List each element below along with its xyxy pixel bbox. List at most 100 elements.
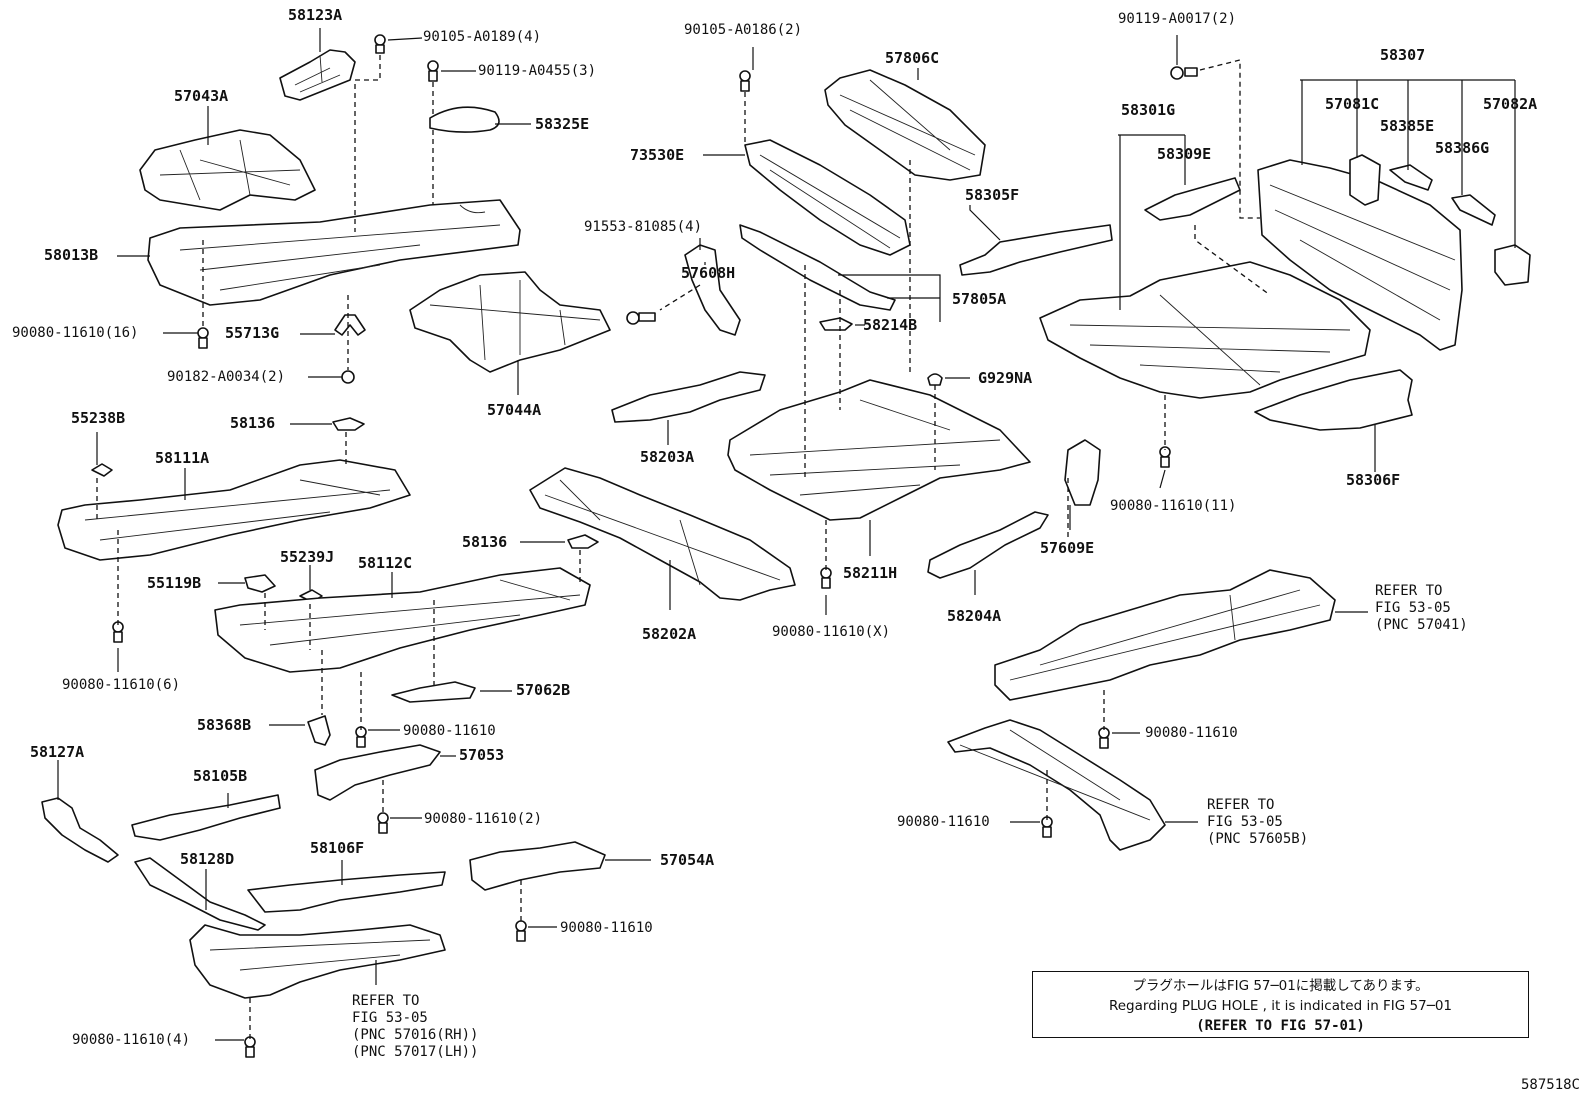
label-90080-11610-6: 90080-11610(6) <box>62 677 181 693</box>
part-57043A-crossmember <box>139 129 316 211</box>
part-57053-member <box>314 744 441 801</box>
label-57608H: 57608H <box>681 264 736 282</box>
part-58211H-rear-floor <box>727 379 1031 521</box>
part-58309E-bracket <box>1144 177 1241 221</box>
label-58306F: 58306F <box>1346 471 1401 489</box>
label-58128D: 58128D <box>180 850 235 868</box>
part-57081C-bracket <box>1349 154 1381 206</box>
bolt-icon <box>244 1036 256 1058</box>
ref-line: REFER TO <box>1375 583 1443 599</box>
label-57043A: 57043A <box>174 87 229 105</box>
part-58123A-bracket <box>279 49 356 101</box>
label-58214B: 58214B <box>863 316 918 334</box>
part-58106F-member <box>247 871 446 913</box>
label-57805A: 57805A <box>952 290 1007 308</box>
label-58112C: 58112C <box>358 554 413 572</box>
label-57044A: 57044A <box>487 401 542 419</box>
part-58105B-member <box>131 794 281 841</box>
label-55239J: 55239J <box>280 548 335 566</box>
part-57605B-member <box>947 719 1166 851</box>
label-90080-11610-4: 90080-11610(4) <box>72 1032 191 1048</box>
bolt-icon <box>377 812 389 834</box>
part-57806C-panel <box>824 69 986 181</box>
label-58013B: 58013B <box>44 246 99 264</box>
ref-line: FIG 53-05 <box>352 1010 428 1026</box>
label-58127A: 58127A <box>30 743 85 761</box>
label-G929NA: G929NA <box>978 369 1033 387</box>
label-90119-A0455: 90119-A0455(3) <box>478 63 597 79</box>
label-90080-11610-X: 90080-11610(X) <box>772 624 891 640</box>
part-57062B-bracket <box>391 681 476 703</box>
label-57053: 57053 <box>459 746 505 764</box>
label-57062B: 57062B <box>516 681 571 699</box>
part-58136-plug-a <box>332 417 365 431</box>
ref-line: (PNC 57016(RH)) <box>352 1027 479 1043</box>
bolt-icons <box>112 34 1198 1058</box>
ref-line: REFER TO <box>352 993 420 1009</box>
part-58325E-cover <box>429 106 500 133</box>
ref-line: (PNC 57605B) <box>1207 831 1309 847</box>
label-58203A: 58203A <box>640 448 695 466</box>
label-57609E: 57609E <box>1040 539 1095 557</box>
part-58306F-member <box>1254 369 1413 431</box>
label-58368B: 58368B <box>197 716 252 734</box>
label-90105-A0189: 90105-A0189(4) <box>423 29 542 45</box>
bolt-icon <box>515 920 527 942</box>
label-57082A: 57082A <box>1483 95 1538 113</box>
ref-line: REFER TO <box>1207 797 1275 813</box>
label-58211H: 58211H <box>843 564 898 582</box>
ref-line: (PNC 57041) <box>1375 617 1468 633</box>
part-73530E-bracket <box>744 139 911 256</box>
part-58386G-bracket <box>1451 194 1496 226</box>
part-55713G-bracket <box>334 314 366 336</box>
reference-note-57016: REFER TO FIG 53-05 (PNC 57016(RH)) (PNC … <box>352 993 478 1061</box>
bolt-icon <box>341 370 355 384</box>
catalog-id: 587518C <box>1520 1077 1580 1093</box>
ref-line: FIG 53-05 <box>1375 600 1451 616</box>
part-58307-upper-back-panel <box>1257 159 1463 351</box>
part-58128D-bracket <box>134 857 266 931</box>
leader-lines <box>57 28 1516 1041</box>
label-58123A: 58123A <box>288 6 343 24</box>
label-58136-a: 58136 <box>230 414 276 432</box>
part-58301G-center-floor <box>1039 261 1371 399</box>
bolt-icon <box>374 34 386 54</box>
label-55238B: 55238B <box>71 409 126 427</box>
bolt-icon <box>1170 66 1198 80</box>
bolt-icon <box>427 60 439 82</box>
plug-hole-note-box: プラグホールはFIG 57─01に掲載してあります。 Regarding PLU… <box>1032 971 1529 1038</box>
label-90080-11610-c: 90080-11610 <box>1145 725 1238 741</box>
reference-note-57041: REFER TO FIG 53-05 (PNC 57041) <box>1375 583 1468 634</box>
bolt-icon <box>626 311 656 325</box>
label-57806C: 57806C <box>885 49 940 67</box>
part-58214B-bracket <box>819 317 853 331</box>
part-57054A-member <box>469 841 606 891</box>
part-58111A-floor <box>57 459 411 561</box>
bolt-icon <box>820 567 832 589</box>
label-58111A: 58111A <box>155 449 210 467</box>
note-english: Regarding PLUG HOLE , it is indicated in… <box>1108 998 1453 1014</box>
part-57044A-crossmember <box>409 271 611 373</box>
part-58305F-member <box>959 224 1113 276</box>
bolt-icon <box>739 70 751 92</box>
part-58368B-bracket <box>307 715 331 746</box>
label-57081C: 57081C <box>1325 95 1380 113</box>
label-58204A: 58204A <box>947 607 1002 625</box>
label-58106F: 58106F <box>310 839 365 857</box>
ref-line: (PNC 57017(LH)) <box>352 1044 479 1060</box>
part-G929NA-plug <box>927 373 943 386</box>
part-55119B-bracket <box>244 574 276 593</box>
ref-line: FIG 53-05 <box>1207 814 1283 830</box>
bolt-icon <box>197 327 209 349</box>
part-57082A-bracket <box>1494 244 1531 286</box>
part-58127A-bracket <box>41 797 119 863</box>
label-90080-11610-2: 90080-11610(2) <box>424 811 543 827</box>
label-58325E: 58325E <box>535 115 590 133</box>
part-55238B-plug <box>91 463 113 477</box>
part-58202A-member <box>529 467 796 601</box>
label-73530E: 73530E <box>630 146 685 164</box>
label-55119B: 55119B <box>147 574 202 592</box>
part-58385E-bracket <box>1389 164 1433 191</box>
label-58105B: 58105B <box>193 767 248 785</box>
